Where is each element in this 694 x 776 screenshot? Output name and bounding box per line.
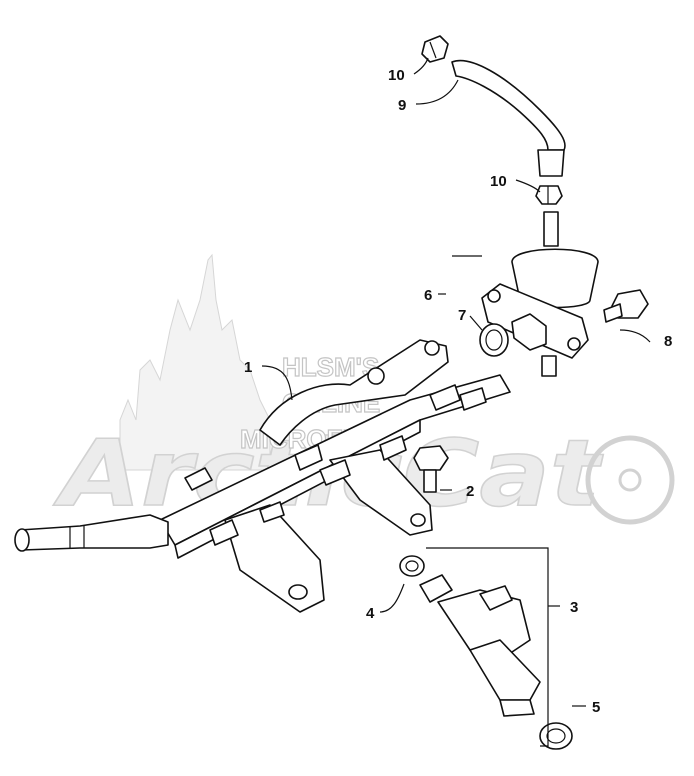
part-cap — [539, 722, 573, 750]
callout-10-lower: 10 — [490, 173, 507, 190]
part-hose — [451, 59, 566, 177]
watermark-wheel-icon — [585, 435, 675, 525]
leader-lines — [261, 57, 651, 747]
callout-2: 2 — [466, 483, 474, 500]
callout-4: 4 — [366, 605, 375, 622]
part-pressure-regulator — [481, 211, 599, 377]
callout-10-upper: 10 — [388, 67, 405, 84]
part-fuel-rail — [14, 339, 511, 613]
part-bolt-regulator — [603, 289, 649, 323]
callout-5: 5 — [592, 699, 600, 716]
part-clamp-upper — [421, 35, 449, 63]
callout-6: 6 — [424, 287, 432, 304]
callout-1: 1 — [244, 359, 252, 376]
part-clamp-lower — [535, 185, 563, 205]
part-o-ring-small — [479, 323, 509, 357]
callout-8: 8 — [664, 333, 672, 350]
part-seal — [399, 555, 425, 577]
part-injector — [419, 574, 541, 717]
watermark-cathedral-icon — [119, 253, 271, 471]
callout-3: 3 — [570, 599, 578, 616]
callout-9: 9 — [398, 97, 406, 114]
callout-7: 7 — [458, 307, 466, 324]
part-bolt-rail — [413, 445, 449, 493]
